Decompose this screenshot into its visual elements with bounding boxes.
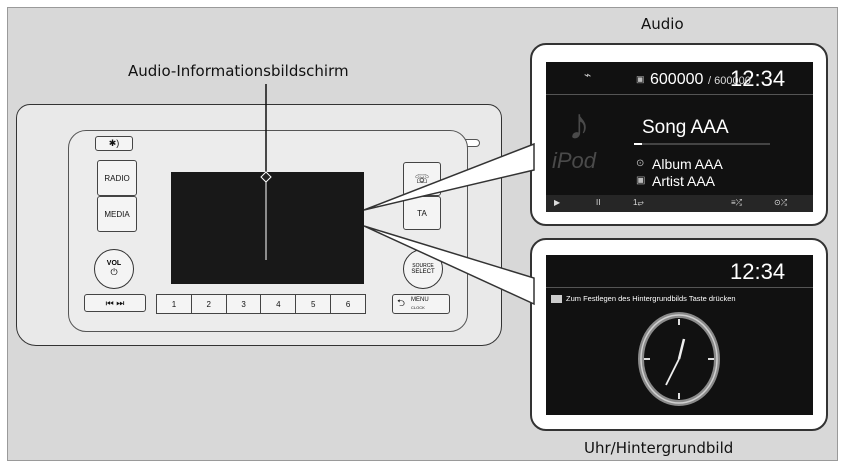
media-button[interactable]: MEDIA: [97, 196, 137, 232]
play-button[interactable]: ▶: [554, 198, 561, 207]
preset-2[interactable]: 2: [192, 295, 227, 313]
hour-hand: [677, 338, 686, 360]
back-menu-button[interactable]: ⮌ MENU CLOCK: [392, 294, 450, 314]
volume-label: VOL: [106, 260, 122, 267]
audio-info-screen: [171, 172, 364, 284]
phone-icon: ☏: [414, 172, 430, 186]
audio-title: Audio: [641, 15, 684, 33]
phone-button[interactable]: ☏: [403, 162, 441, 196]
album-name: Album AAA: [652, 156, 723, 172]
clock-label: CLOCK: [411, 305, 425, 310]
track-total: / 600000: [708, 75, 751, 87]
wallpaper-icon: [551, 295, 562, 303]
preset-3[interactable]: 3: [227, 295, 262, 313]
audio-divider: [546, 94, 813, 95]
screen-label: Audio-Informationsbildschirm: [128, 62, 349, 80]
seek-button[interactable]: ⏮ ⏭: [84, 294, 146, 312]
preset-5[interactable]: 5: [296, 295, 332, 313]
clock-time: 12:34: [730, 259, 786, 284]
track-number: 600000: [650, 71, 704, 88]
audio-time: 12:34: [730, 66, 786, 91]
radio-button[interactable]: RADIO: [97, 160, 137, 196]
progress-fill: [634, 143, 643, 145]
track-icon: ▣: [636, 74, 645, 84]
preset-1[interactable]: 1: [157, 295, 192, 313]
display-button[interactable]: ✱): [95, 136, 133, 151]
audio-callout-arrow: [363, 142, 535, 211]
clock-callout-arrow: [363, 225, 535, 306]
select-label-1: SOURCE: [412, 263, 434, 269]
song-title: Song AAA: [642, 117, 729, 138]
music-note-icon: ♪: [568, 100, 590, 149]
preset-buttons: 1 2 3 4 5 6: [156, 294, 366, 314]
screen-leader-marker: [260, 171, 272, 183]
shuffle-all-button[interactable]: ⊙⤮: [774, 198, 788, 207]
preset-6[interactable]: 6: [345, 299, 351, 309]
menu-label: MENU: [411, 297, 429, 303]
audio-control-bar: [546, 195, 813, 212]
back-icon: ⮌: [397, 297, 406, 309]
power-icon: ⏻: [110, 267, 118, 277]
minute-hand: [665, 358, 680, 386]
clock-title: Uhr/Hintergrundbild: [584, 439, 734, 457]
clock-screen: 12:34 Zum Festlegen des Hintergrundbilds…: [546, 255, 813, 415]
usb-icon: ⌁: [584, 68, 592, 82]
ipod-watermark: iPod: [552, 148, 597, 173]
artist-name: Artist AAA: [652, 173, 716, 189]
audio-screen: ⌁ 12:34 ♪ iPod ▣ 600000 / 600000 Song AA…: [546, 62, 813, 212]
pause-button[interactable]: II: [596, 198, 601, 207]
preset-4[interactable]: 4: [261, 295, 297, 313]
volume-knob[interactable]: VOL ⏻: [94, 249, 134, 289]
progress-bar: [634, 143, 770, 145]
shuffle-button[interactable]: ≡⤮: [731, 198, 743, 207]
analog-clock: [638, 312, 720, 406]
select-label-2: SELECT: [411, 269, 435, 275]
ta-button[interactable]: TA: [403, 196, 441, 230]
artist-icon: ▣: [636, 175, 646, 186]
album-icon: ⊙: [636, 158, 645, 169]
repeat-button[interactable]: 1⥂: [633, 198, 644, 207]
clock-rim: [640, 314, 718, 404]
wallpaper-message: Zum Festlegen des Hintergrundbilds Taste…: [566, 294, 736, 303]
clock-divider: [546, 287, 813, 288]
